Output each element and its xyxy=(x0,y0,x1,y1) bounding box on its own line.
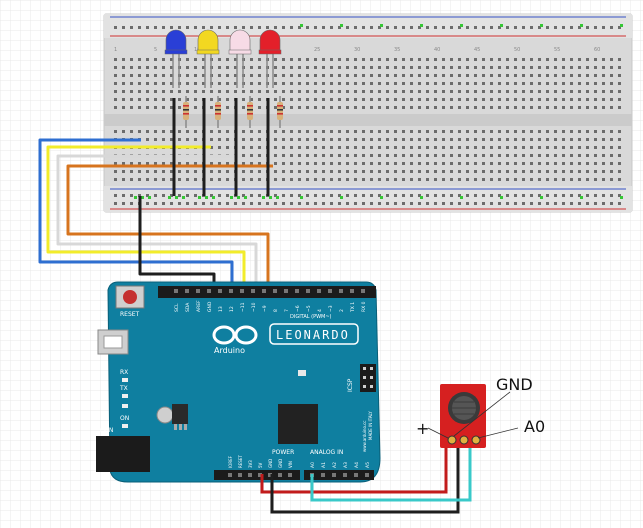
plus-callout: + xyxy=(416,419,429,438)
digital-pin-label: 13 xyxy=(218,306,224,312)
power-pin-label: VIN xyxy=(288,461,293,468)
power-pin-label: 5V xyxy=(258,462,263,468)
analog-pin-label: A0 xyxy=(310,462,316,468)
column-number: 30 xyxy=(354,47,360,53)
analog-label: ANALOG IN xyxy=(310,449,343,456)
red-5v-wire xyxy=(260,444,448,494)
digital-pin-label: SDA xyxy=(185,302,191,312)
power-pin-label: IOREF xyxy=(228,455,233,468)
reset-label: RESET xyxy=(120,311,140,318)
power-pin-label: GND xyxy=(278,459,283,468)
led-white xyxy=(228,29,252,88)
cyan-a0-wire xyxy=(310,444,472,502)
column-number: 5 xyxy=(154,47,157,53)
analog-pin-label: A1 xyxy=(321,462,327,468)
column-number: 50 xyxy=(514,47,520,53)
brand-label: Arduino xyxy=(214,346,245,355)
resistor xyxy=(247,96,253,128)
analog-pin-label: A2 xyxy=(332,462,338,468)
column-number: 55 xyxy=(554,47,560,53)
digital-pin-label: 4 xyxy=(317,309,323,312)
yellow-wire xyxy=(46,145,246,300)
column-number: 45 xyxy=(474,47,480,53)
digital-pin-label: 2 xyxy=(339,309,345,312)
vin-label: +VIN xyxy=(98,427,113,434)
wires xyxy=(38,98,273,300)
column-number: 25 xyxy=(314,47,320,53)
power-label: POWER xyxy=(272,449,294,456)
breadboard-connected-holes xyxy=(134,24,623,199)
digital-pin-label: ~6 xyxy=(295,305,301,312)
rx-label: RX xyxy=(120,369,128,376)
digital-pin-label: ~11 xyxy=(240,302,246,312)
digital-pin-label: 12 xyxy=(229,306,235,312)
led-blue xyxy=(164,29,188,88)
power-pin-label: RESET xyxy=(238,455,243,468)
analog-pin-label: A5 xyxy=(365,462,371,468)
arduino-leonardo-board: SCL SDA AREF GND 13 12 ~11 ~10 ~9 8 7 ~6 ~5 4 ~3 2 TX 1 R… xyxy=(96,281,381,483)
tx-label: TX xyxy=(119,385,128,392)
power-pin-label: 3V3 xyxy=(248,460,253,468)
column-number: 40 xyxy=(434,47,440,53)
digital-pin-label: ~9 xyxy=(262,305,268,312)
analog-pin-label: A3 xyxy=(343,462,349,468)
digital-pin-label: TX 1 xyxy=(350,302,356,313)
made-in-label: MADE IN ITALY xyxy=(368,411,373,440)
white-wire xyxy=(56,154,258,300)
digital-pin-label: 7 xyxy=(284,309,290,312)
analog-pin-label: A4 xyxy=(354,462,360,468)
icsp-label: ICSP xyxy=(347,378,354,392)
column-number: 1 xyxy=(114,47,117,53)
led-yellow xyxy=(196,29,220,88)
resistor xyxy=(183,96,189,128)
a0-callout: A0 xyxy=(524,417,545,436)
digital-pin-label: AREF xyxy=(196,300,202,312)
black-sensor-gnd-wire xyxy=(270,444,460,514)
resistor xyxy=(277,96,283,128)
gnd-callout: GND xyxy=(496,375,533,394)
digital-pin-label: SCL xyxy=(174,303,180,312)
model-label: LEONARDO xyxy=(276,328,350,342)
power-pin-label: GND xyxy=(268,459,273,468)
orange-wire xyxy=(66,164,273,300)
website-label: www.arduino.cc xyxy=(362,420,367,452)
digital-pin-label: ~10 xyxy=(251,302,257,312)
digital-pin-label: RX 0 xyxy=(361,301,367,312)
sensor-wires xyxy=(260,444,472,514)
column-number: 35 xyxy=(394,47,400,53)
column-number: 60 xyxy=(594,47,600,53)
digital-label: DIGITAL (PWM~) xyxy=(290,314,332,320)
digital-pin-label: GND xyxy=(207,301,213,312)
digital-pin-label: 8 xyxy=(273,309,279,312)
sound-sensor-module xyxy=(427,384,519,448)
on-label: ON xyxy=(120,415,129,422)
arduino-infinity-logo xyxy=(212,325,258,345)
digital-pin-label: ~3 xyxy=(328,305,334,312)
blue-wire xyxy=(38,138,234,300)
led-array xyxy=(164,29,283,128)
resistor xyxy=(215,96,221,128)
digital-pin-label: ~5 xyxy=(306,305,312,312)
led-red xyxy=(258,29,282,88)
